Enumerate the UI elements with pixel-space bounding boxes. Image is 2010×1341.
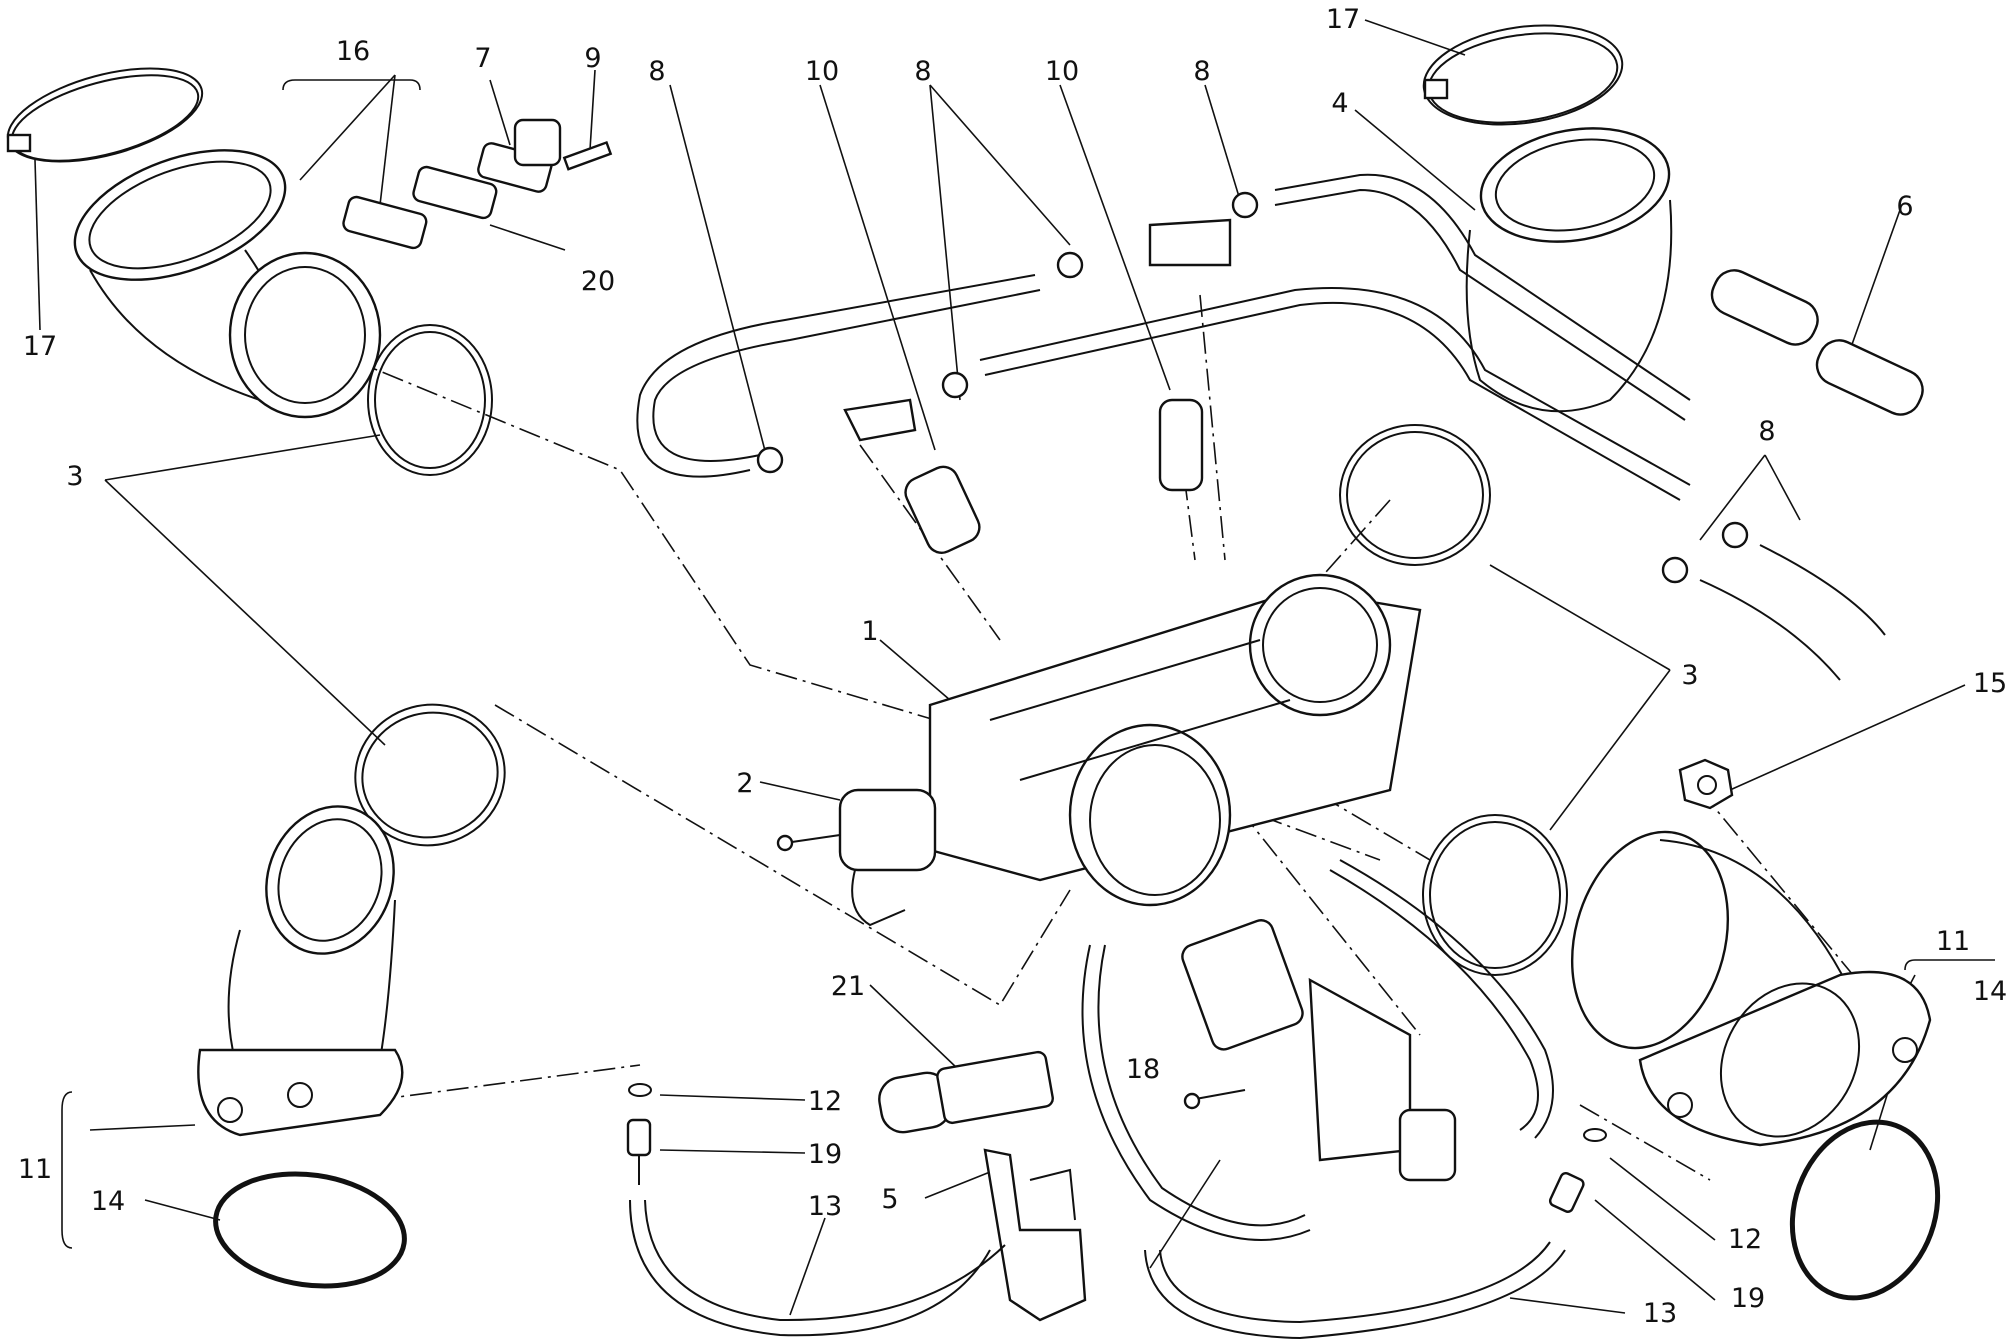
nut [1678, 758, 1734, 810]
callout-19-a: 19 [808, 1139, 842, 1170]
clamp-ring-left-lower [354, 703, 506, 847]
callout-13-b: 13 [1643, 1298, 1677, 1329]
callout-4: 4 [1331, 88, 1348, 119]
callout-8-a: 8 [648, 56, 665, 87]
callout-8-d: 8 [1758, 416, 1775, 447]
fuel-injectors [843, 218, 1232, 554]
intake-manifold-right [1570, 830, 1932, 1147]
pressure-sensor-connector [878, 1050, 1054, 1134]
callout-17-left: 17 [23, 331, 57, 362]
callout-3-right: 3 [1681, 660, 1698, 691]
intake-boot-left [73, 149, 382, 419]
hose-clamp-top-left [6, 67, 204, 163]
o-ring-left [213, 1171, 407, 1289]
callout-19-b: 19 [1731, 1283, 1765, 1314]
vacuum-hoses [629, 859, 1566, 1340]
washers-and-fittings [626, 1083, 1607, 1213]
intake-manifold-left [197, 805, 404, 1137]
position-sensor [776, 788, 937, 927]
callout-18: 18 [1126, 1054, 1160, 1085]
clamp-ring-right-upper [1339, 424, 1491, 566]
sensor-gaskets [342, 118, 613, 250]
o-ring-right [1789, 1119, 1941, 1301]
callout-12-a: 12 [808, 1086, 842, 1117]
callout-7: 7 [474, 43, 491, 74]
callout-16: 16 [336, 36, 370, 67]
clamp-ring-right-lower [1422, 814, 1568, 976]
callout-2: 2 [736, 768, 753, 799]
callout-3-left: 3 [66, 461, 83, 492]
callout-11-left: 11 [18, 1154, 52, 1185]
callout-10-b: 10 [1045, 56, 1079, 87]
idle-air-valve [1181, 919, 1457, 1182]
callout-5: 5 [881, 1184, 898, 1215]
callout-14-a: 14 [91, 1186, 125, 1217]
callout-21: 21 [831, 971, 865, 1002]
callout-9: 9 [584, 43, 601, 74]
intake-boot-right [1422, 24, 1673, 413]
callout-10-a: 10 [805, 56, 839, 87]
callout-20: 20 [581, 266, 615, 297]
callout-17-right: 17 [1326, 4, 1360, 35]
callout-13-a: 13 [808, 1191, 842, 1222]
callout-labels: 1 2 3 3 4 5 6 7 8 8 8 8 9 10 10 11 11 12… [18, 4, 2007, 1329]
protective-sleeve [1710, 269, 1924, 416]
mounting-bracket [983, 1148, 1087, 1322]
fuel-hose-assembly [636, 173, 1886, 681]
clamp-ring-left-upper [367, 324, 493, 476]
throttle-body [928, 573, 1422, 907]
callout-15: 15 [1973, 668, 2007, 699]
callout-8-b: 8 [914, 56, 931, 87]
callout-12-b: 12 [1728, 1224, 1762, 1255]
callout-8-c: 8 [1193, 56, 1210, 87]
callout-6: 6 [1896, 191, 1913, 222]
callout-14-b: 14 [1973, 976, 2007, 1007]
callout-1: 1 [861, 616, 878, 647]
callout-11-right: 11 [1936, 926, 1970, 957]
